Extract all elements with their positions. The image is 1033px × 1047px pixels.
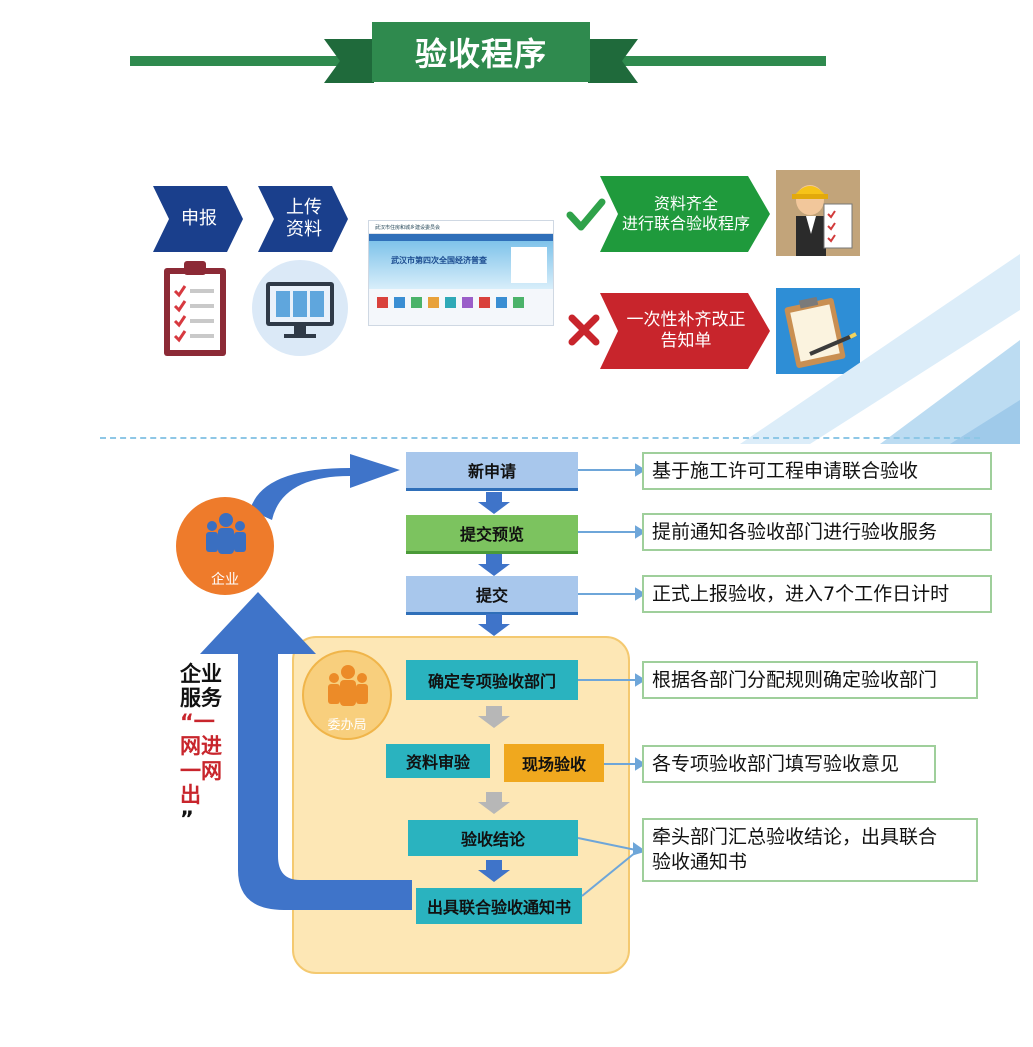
banner-line-right	[590, 56, 826, 66]
note-submit: 正式上报验收，进入7个工作日计时	[642, 575, 992, 613]
note-submit-preview: 提前通知各验收部门进行验收服务	[642, 513, 992, 551]
step-declare-chevron	[153, 186, 243, 252]
portal-icon-tile	[496, 297, 507, 308]
outcome-fail-line1: 一次性补齐改正	[626, 309, 746, 330]
portal-icon-tile	[428, 297, 439, 308]
portal-header: 武汉市住房和城乡建设委员会	[369, 221, 553, 234]
decorative-stripes	[740, 254, 1020, 444]
banner-ribbon-left	[324, 39, 374, 83]
clipboard-checklist-icon	[164, 261, 226, 356]
portal-icon-tile	[411, 297, 422, 308]
portal-icon-tile	[513, 297, 524, 308]
portal-nav	[369, 234, 553, 241]
portal-icon-tile	[394, 297, 405, 308]
slogan-line4: 网进	[180, 734, 222, 759]
committee-label: 委办局	[327, 718, 367, 733]
step-conclusion: 验收结论	[408, 820, 578, 856]
banner-ribbon-right	[588, 39, 638, 83]
banner-line-left	[130, 56, 370, 66]
slogan-line7: ”	[180, 806, 194, 831]
monitor-upload-icon	[252, 260, 348, 356]
cross-icon	[568, 314, 600, 346]
note-assign-departments: 根据各部门分配规则确定验收部门	[642, 661, 978, 699]
portal-login-panel	[511, 247, 547, 283]
step-issue-notice: 出具联合验收通知书	[416, 888, 582, 924]
outcome-pass-line2: 进行联合验收程序	[621, 214, 750, 233]
flow-down-arrows	[478, 492, 510, 882]
check-icon	[566, 198, 606, 231]
portal-banner-area: 武汉市第四次全国经济普查	[369, 241, 553, 289]
section-divider	[100, 437, 980, 439]
note-conclusion-line2: 验收通知书	[652, 851, 748, 873]
slogan-line5: 一网	[180, 758, 222, 783]
page-title: 验收程序	[372, 22, 590, 82]
return-arrow	[200, 454, 412, 910]
portal-banner-text: 武汉市第四次全国经济普查	[391, 256, 487, 265]
portal-screenshot: 武汉市住房和城乡建设委员会 武汉市第四次全国经济普查	[368, 220, 554, 326]
portal-icon-tile	[377, 297, 388, 308]
step-assign-departments: 确定专项验收部门	[406, 660, 578, 700]
slogan-line3: “一	[180, 710, 215, 735]
outcome-fail-line2: 告知单	[660, 331, 712, 351]
outcome-pass-label: 资料齐全 进行联合验收程序	[616, 176, 756, 252]
step-declare-label: 申报	[181, 207, 217, 229]
people-group-icon	[328, 665, 368, 706]
notice-clipboard-icon	[776, 288, 860, 374]
note-conclusion-line1: 牵头部门汇总验收结论，出具联合	[652, 826, 938, 849]
note-new-application: 基于施工许可工程申请联合验收	[642, 452, 992, 490]
slogan-line6: 出	[180, 782, 201, 807]
outcome-fail-arrow	[600, 293, 770, 369]
portal-icon-tile	[479, 297, 490, 308]
step-submit: 提交	[406, 576, 578, 615]
step-submit-preview: 提交预览	[406, 515, 578, 554]
people-group-icon	[206, 513, 246, 554]
step-new-application: 新申请	[406, 452, 578, 491]
step-upload-chevron	[258, 186, 348, 252]
portal-icon-row	[369, 289, 553, 316]
step-document-review: 资料审验	[386, 744, 490, 778]
step-site-inspection: 现场验收	[504, 744, 604, 782]
outcome-pass-line1: 资料齐全	[653, 194, 718, 213]
step-upload-label-line1: 上传	[286, 196, 322, 218]
outcome-pass-arrow	[600, 176, 770, 252]
portal-icon-tile	[445, 297, 456, 308]
note-inspection-opinions: 各专项验收部门填写验收意见	[642, 745, 936, 783]
note-conclusion: 牵头部门汇总验收结论，出具联合 验收通知书	[642, 818, 978, 882]
note-connectors	[577, 463, 646, 897]
step-upload-label: 上传 资料	[268, 186, 340, 252]
portal-title: 武汉市住房和城乡建设委员会	[375, 224, 441, 231]
enterprise-label: 企业	[211, 572, 239, 588]
outcome-fail-label: 一次性补齐改正 告知单	[616, 293, 756, 369]
committee-actor: 委办局	[302, 650, 392, 740]
slogan-line1: 企业	[180, 662, 222, 686]
enterprise-actor: 企业	[176, 497, 274, 595]
step-upload-label-line2: 资料	[286, 219, 322, 240]
portal-icon-tile	[462, 297, 473, 308]
side-slogan: 企业 服务 “一 网进 一网 出 ”	[180, 662, 236, 831]
inspector-worker-icon	[776, 170, 860, 256]
slogan-line2: 服务	[180, 686, 222, 711]
